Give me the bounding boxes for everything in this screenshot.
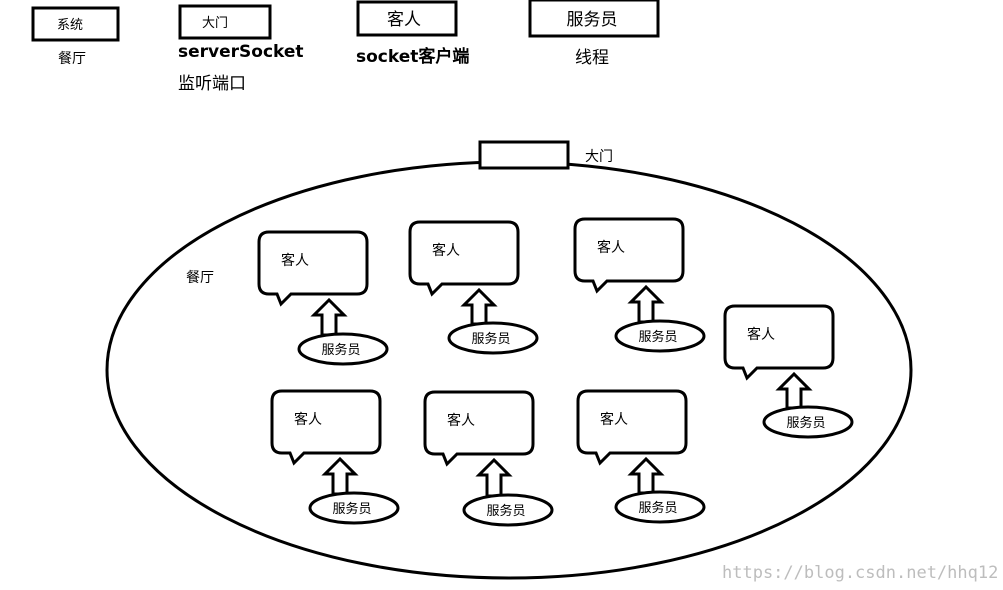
restaurant-label: 餐厅	[186, 270, 214, 286]
waiter-label: 服务员	[786, 415, 825, 431]
up-arrow	[627, 456, 665, 495]
up-arrow	[321, 456, 359, 496]
waiter-ellipse	[462, 493, 554, 527]
waiter-ellipse	[308, 491, 400, 525]
legend-item-door: 大门 serverSocket 监听端口	[178, 4, 304, 94]
legend: 系统 餐厅 大门 serverSocket 监听端口 客人 socket客户端 …	[31, 0, 660, 94]
guest-bubble	[723, 304, 835, 381]
guest-label: 客人	[432, 242, 460, 259]
guest-waiter-pairs: 客人服务员客人服务员客人服务员客人服务员客人服务员客人服务员客人服务员	[257, 217, 854, 527]
guest-label: 客人	[294, 411, 322, 428]
guest-label: 客人	[600, 411, 628, 428]
legend-desc: socket客户端	[356, 46, 469, 67]
waiter-label: 服务员	[638, 500, 677, 516]
legend-box-label: 系统	[57, 18, 83, 33]
waiter-label: 服务员	[486, 503, 525, 519]
legend-item-guest: 客人 socket客户端	[356, 0, 469, 67]
guest-bubble	[576, 389, 688, 466]
waiter-label: 服务员	[638, 329, 677, 345]
waiter-label: 服务员	[321, 342, 360, 358]
up-arrow	[310, 297, 348, 337]
guest-bubble	[257, 230, 369, 307]
waiter-ellipse	[762, 405, 854, 439]
guest-bubble	[423, 390, 535, 467]
legend-desc: 线程	[575, 48, 609, 68]
legend-box-label: 大门	[202, 16, 228, 31]
legend-item-system: 系统 餐厅	[31, 6, 120, 67]
legend-box-label: 客人	[387, 10, 421, 30]
legend-desc: serverSocket	[178, 42, 304, 62]
legend-box-waiter	[528, 0, 660, 38]
guest-label: 客人	[447, 412, 475, 429]
waiter-ellipse	[614, 490, 706, 524]
legend-box-label: 服务员	[567, 10, 618, 30]
guest-bubble	[270, 389, 382, 466]
waiter-ellipse	[614, 319, 706, 353]
up-arrow	[627, 284, 665, 324]
up-arrow	[475, 457, 513, 498]
guest-label: 客人	[597, 239, 625, 256]
waiter-ellipse	[447, 321, 539, 355]
guest-bubble	[573, 217, 685, 294]
legend-desc: 餐厅	[58, 51, 86, 67]
legend-desc: 监听端口	[178, 74, 246, 94]
guest-bubble	[408, 220, 520, 297]
legend-box-guest	[356, 0, 458, 37]
legend-box-system	[31, 6, 120, 42]
watermark: https://blog.csdn.net/hhq12	[722, 563, 998, 583]
guest-label: 客人	[281, 252, 309, 269]
guest-label: 客人	[747, 326, 775, 343]
door-box	[478, 140, 570, 170]
door-label: 大门	[585, 149, 613, 165]
legend-box-door	[178, 4, 272, 40]
waiter-label: 服务员	[332, 501, 371, 517]
waiter-ellipse	[297, 332, 389, 366]
up-arrow	[460, 287, 498, 326]
up-arrow	[775, 371, 813, 410]
waiter-label: 服务员	[471, 331, 510, 347]
legend-item-waiter: 服务员 线程	[528, 0, 660, 68]
